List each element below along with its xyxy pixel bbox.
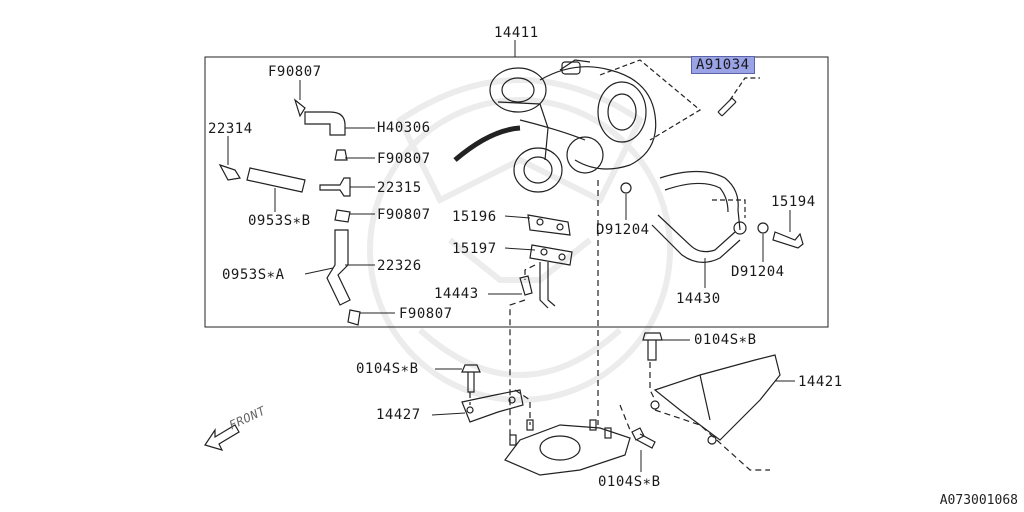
part-label-f90807-mid: F90807 xyxy=(377,151,431,167)
part-label-f90807-lower: F90807 xyxy=(377,207,431,223)
part-label-a91034-highlighted[interactable]: A91034 xyxy=(691,56,755,74)
gasket-15197 xyxy=(529,244,573,266)
part-label-14411: 14411 xyxy=(494,25,539,41)
washer-d91204-a xyxy=(620,182,632,194)
plug-part xyxy=(717,97,737,117)
oil-drain-pipe xyxy=(547,262,556,307)
reference-code: A073001068 xyxy=(939,493,1018,508)
bolt-0104s-a xyxy=(461,364,481,393)
part-label-0953s-b: 0953S∗B xyxy=(248,213,311,229)
parts-drawing xyxy=(204,59,804,476)
part-label-15194: 15194 xyxy=(771,194,816,210)
turbocharger xyxy=(489,59,657,193)
part-label-f90807-top: F90807 xyxy=(268,64,322,80)
part-label-14427: 14427 xyxy=(376,407,421,423)
watermark-emblem xyxy=(367,77,673,403)
bolt-15194 xyxy=(772,231,804,249)
part-label-14421: 14421 xyxy=(798,374,843,390)
leader-lines xyxy=(227,80,795,472)
oil-pipe-14430 xyxy=(651,170,747,263)
part-label-0104s-b-bottom: 0104S∗B xyxy=(598,474,661,490)
part-label-0104s-b-top: 0104S∗B xyxy=(694,332,757,348)
bolt-0104s-b xyxy=(642,332,663,361)
bolt-0104s-c xyxy=(631,427,656,449)
exhaust-flange xyxy=(504,419,631,476)
part-label-f90807-bottom: F90807 xyxy=(399,306,453,322)
assembly-guides xyxy=(469,180,770,471)
part-label-h40306: H40306 xyxy=(377,120,431,136)
part-label-22314: 22314 xyxy=(208,121,253,137)
part-label-14430: 14430 xyxy=(676,291,721,307)
direction-arrow xyxy=(453,125,521,162)
part-label-15197: 15197 xyxy=(452,241,497,257)
bracket-14427 xyxy=(461,389,524,423)
front-arrow xyxy=(204,424,240,451)
washer-d91204-b xyxy=(757,222,769,234)
part-label-22326: 22326 xyxy=(377,258,422,274)
gasket-15196 xyxy=(527,214,571,236)
assembly-frame xyxy=(204,56,829,328)
part-label-d91204-a: D91204 xyxy=(596,222,650,238)
part-label-0953s-a: 0953S∗A xyxy=(222,267,285,283)
part-label-d91204-b: D91204 xyxy=(731,264,785,280)
hose-assembly-left xyxy=(218,98,361,326)
part-label-22315: 22315 xyxy=(377,180,422,196)
bracket-14421 xyxy=(650,354,781,445)
part-label-15196: 15196 xyxy=(452,209,497,225)
part-label-14443: 14443 xyxy=(434,286,479,302)
part-label-0104s-b-left: 0104S∗B xyxy=(356,361,419,377)
